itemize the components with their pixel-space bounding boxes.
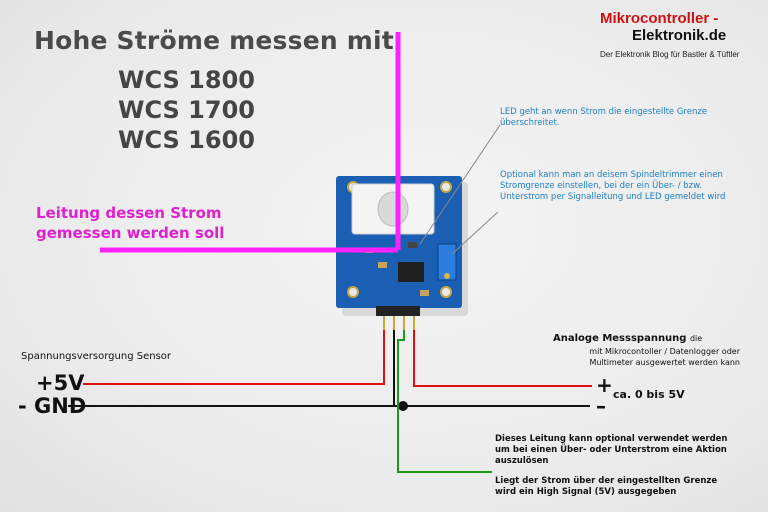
conductor-label: Leitung dessen Strom gemessen werden sol… — [36, 203, 224, 243]
conductor-label-line2: gemessen werden soll — [36, 224, 225, 242]
gnd-junction — [398, 401, 408, 411]
gnd-label: - GND — [18, 394, 87, 418]
led — [408, 242, 417, 248]
conductor-label-line1: Leitung dessen Strom — [36, 204, 222, 222]
trimmer-annotation: Optional kann man an deisem Spindeltrimm… — [500, 170, 726, 202]
trimmer-screw — [444, 273, 450, 279]
model-wcs1700: WCS 1700 — [118, 96, 255, 124]
signal-high-description: Liegt der Strom über der eingestellten G… — [495, 476, 718, 497]
sensor-hole — [377, 191, 409, 227]
led-pointer — [419, 124, 501, 245]
supply-title: Spannungsversorgung Sensor — [21, 351, 172, 362]
analog-title: Analoge Messspannung die — [553, 333, 702, 344]
signal-description: Dieses Leitung kann optional verwendet w… — [495, 434, 728, 466]
analog-title-suffix: die — [689, 334, 703, 343]
model-wcs1600: WCS 1600 — [118, 126, 255, 154]
model-wcs1800: WCS 1800 — [118, 66, 255, 94]
vcc-wire — [83, 330, 385, 385]
ic-chip — [398, 262, 424, 282]
site-logo: Mikrocontroller - Elektronik.de Der Elek… — [600, 10, 758, 68]
signal-wire — [397, 330, 492, 473]
mount-hole — [347, 286, 359, 298]
page-title: Hohe Ströme messen mit — [34, 26, 394, 55]
logo-tagline: Der Elektronik Blog für Bastler & Tüftle… — [600, 50, 740, 59]
smd-part — [378, 262, 387, 268]
analog-wire — [413, 330, 592, 387]
logo-line1: Mikrocontroller - — [600, 10, 719, 27]
mount-hole — [440, 181, 452, 193]
pin-header — [376, 306, 420, 316]
plus-sign: + — [596, 373, 613, 397]
mount-hole — [440, 286, 452, 298]
analog-subtitle: mit Mikrocontoller / Datenlogger oder Mu… — [589, 347, 740, 367]
minus-sign: – — [596, 394, 606, 418]
logo-line2: Elektronik.de — [632, 27, 727, 44]
analog-title-text: Analoge Messspannung — [553, 333, 687, 344]
voltage-range: ca. 0 bis 5V — [613, 388, 685, 401]
led-annotation: LED geht an wenn Strom die eingestellte … — [500, 107, 708, 128]
smd-part — [420, 290, 429, 296]
vcc-label: +5V — [36, 371, 85, 395]
trimmer-pointer — [451, 211, 499, 255]
trimmer — [437, 243, 457, 281]
